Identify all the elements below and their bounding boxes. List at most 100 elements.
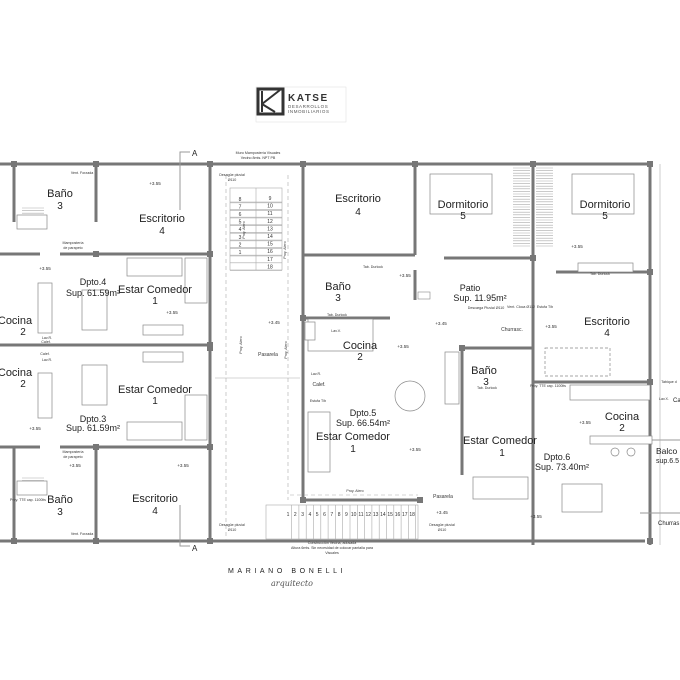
room-label: Escritorio bbox=[139, 213, 185, 225]
room-number: 2 bbox=[357, 352, 363, 363]
unit-area: Sup. 61.59m² bbox=[66, 423, 120, 433]
room-number: 1 bbox=[350, 444, 356, 455]
note: Tab. Durlock bbox=[327, 313, 347, 317]
levels: +3.55 +3.55 +3.55 +3.55 +3.55 +3.55 +3.4… bbox=[29, 181, 591, 519]
section-marker-top: A bbox=[179, 149, 198, 210]
note: Construcción Vecina, adosada bbox=[308, 541, 357, 545]
level-mark: +3.55 bbox=[545, 324, 557, 329]
room-label: Estar Comedor bbox=[316, 431, 390, 443]
note: de parapeto bbox=[63, 455, 82, 459]
room-label: Dormitorio bbox=[438, 199, 489, 211]
room-label: Cocina bbox=[605, 411, 640, 423]
room-label: Baño bbox=[471, 365, 497, 377]
note: Proy. Alero bbox=[283, 241, 287, 258]
note: Vent. Forzada bbox=[71, 171, 93, 175]
overhang-lines bbox=[215, 164, 661, 545]
note: Proy. Alero bbox=[346, 489, 363, 493]
note: Pasarela bbox=[258, 352, 278, 358]
stair-step-number: 3 bbox=[301, 512, 304, 518]
note: Calef. bbox=[41, 340, 50, 344]
level-mark: +3.55 bbox=[571, 244, 583, 249]
note: Lav.X. bbox=[659, 397, 669, 401]
stair-step-number: 3 bbox=[239, 235, 242, 241]
unit-area: Sup. 61.59m² bbox=[66, 288, 120, 298]
stair-step-number: 12 bbox=[366, 512, 372, 518]
room-number: 5 bbox=[602, 211, 608, 222]
room-label: Churras bbox=[658, 521, 679, 527]
room-label: Escritorio bbox=[132, 493, 178, 505]
unit-area: sup.6.5 bbox=[656, 458, 679, 465]
note: Visuales bbox=[325, 551, 339, 555]
level-mark: +3.55 bbox=[69, 463, 81, 468]
level-mark: +3.55 bbox=[149, 181, 161, 186]
room-label: Escritorio bbox=[584, 316, 630, 328]
stair-step-number: 1 bbox=[287, 512, 290, 518]
room-number: 1 bbox=[152, 396, 158, 407]
unit-area: Sup. 11.95m² bbox=[453, 293, 506, 303]
logo-brand: KATSE bbox=[288, 93, 329, 104]
stair-step-number: 9 bbox=[345, 512, 348, 518]
note: Proy. TTE cap. 1100lts bbox=[530, 384, 566, 388]
stair-step-number: 10 bbox=[351, 512, 357, 518]
note: Vent. Cloca Ø112 bbox=[507, 305, 535, 309]
room-label: Baño bbox=[47, 494, 73, 506]
note: Mampostería bbox=[63, 241, 84, 245]
note: Tab. Durlock bbox=[590, 272, 610, 276]
note: Mampostería bbox=[63, 450, 84, 454]
note: Vent. Forzada bbox=[71, 532, 93, 536]
room-label: Escritorio bbox=[335, 193, 381, 205]
room-number: 3 bbox=[483, 377, 489, 388]
columns bbox=[11, 161, 653, 544]
room-number: 3 bbox=[335, 293, 341, 304]
note: Calef. bbox=[312, 382, 325, 388]
level-mark: +3.55 bbox=[166, 310, 178, 315]
room-number: 2 bbox=[619, 423, 625, 434]
note: Ø110 bbox=[228, 178, 237, 182]
level-mark: +3.55 bbox=[530, 514, 542, 519]
stair-step-number: 8 bbox=[338, 512, 341, 518]
level-mark: +3.45 bbox=[436, 510, 448, 515]
stair-step-number: 13 bbox=[373, 512, 379, 518]
level-mark: +3.55 bbox=[409, 447, 421, 452]
note: Altura 6mts. Sin necesidad de colocar pa… bbox=[291, 546, 373, 550]
unit-area: Sup. 73.40m² bbox=[535, 462, 589, 472]
level-mark: +3.55 bbox=[397, 344, 409, 349]
room-label: Cocina bbox=[0, 315, 33, 327]
architect-name: MARIANO BONELLI bbox=[228, 568, 346, 575]
note: Estufa T/b bbox=[537, 305, 553, 309]
stair-step-number: 16 bbox=[395, 512, 401, 518]
unit-area: Sup. 66.54m² bbox=[336, 418, 390, 428]
note: Descarga Pluvial Ø110 bbox=[468, 306, 505, 310]
note: Lav.R. bbox=[42, 358, 52, 362]
dpto4: Baño 3 Escritorio 4 Dpto.4 Sup. 61.59m² … bbox=[0, 188, 192, 338]
note: Pasarela bbox=[433, 494, 453, 500]
stair-step-number: 14 bbox=[267, 234, 273, 240]
note: Estufa T/b bbox=[310, 399, 326, 403]
stair-step-number: 16 bbox=[267, 249, 273, 255]
note: Tab. Durlock bbox=[363, 265, 383, 269]
notes: Muro Mampostería Visuales Vecino 8mts. N… bbox=[10, 151, 680, 555]
section-label: A bbox=[192, 149, 198, 158]
note: Ø110 bbox=[438, 528, 447, 532]
room-number: 4 bbox=[355, 207, 361, 218]
katse-logo: KATSE DESARROLLOS INMOBILIARIOS bbox=[255, 86, 347, 123]
note: de parapeto bbox=[63, 246, 82, 250]
stair-step-number: 18 bbox=[267, 264, 273, 270]
note: Ca bbox=[673, 398, 680, 404]
walls bbox=[0, 162, 680, 545]
note: Lav.R. bbox=[42, 336, 52, 340]
note: Tab. Durlock bbox=[477, 386, 497, 390]
room-number: 3 bbox=[57, 201, 63, 212]
note: Ø110 bbox=[228, 528, 237, 532]
stair-step-number: 11 bbox=[358, 512, 363, 518]
room-label: Patio bbox=[460, 283, 481, 293]
room-label: Estar Comedor bbox=[118, 384, 192, 396]
logo-line2: INMOBILIARIOS bbox=[288, 109, 330, 114]
room-number: 2 bbox=[20, 379, 26, 390]
logo-line1: DESARROLLOS bbox=[288, 104, 328, 109]
room-label: Cocina bbox=[343, 340, 378, 352]
stair-step-number: 8 bbox=[239, 197, 242, 203]
stair-step-number: 12 bbox=[267, 219, 273, 225]
section-marker-bottom: A bbox=[179, 505, 198, 553]
